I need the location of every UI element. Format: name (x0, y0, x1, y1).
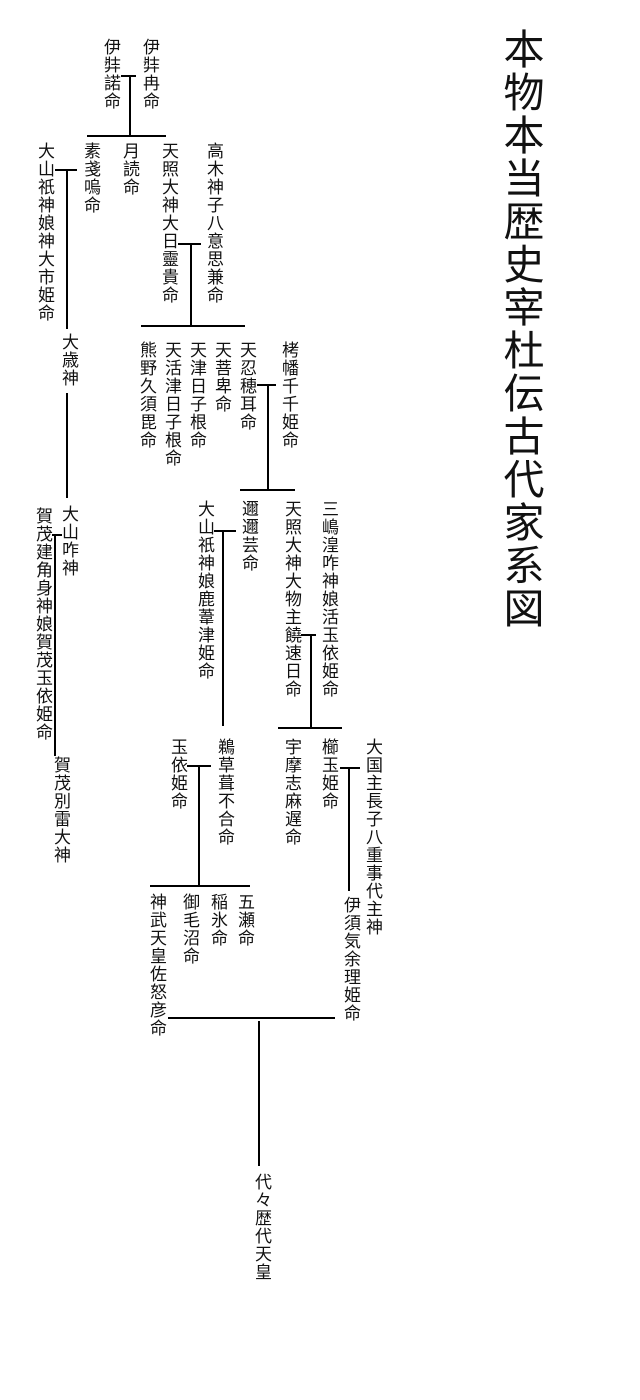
person-kotoshironushi: 大国主長子八重事代主神 (362, 738, 382, 936)
person-hohi: 天菩卑命 (211, 341, 231, 413)
person-ninigi: 邇邇芸命 (238, 500, 258, 572)
person-takagi: 高木神子八意思兼命 (203, 142, 223, 304)
person-ugayafukiaezu: 鵜草葺不合命 (214, 738, 234, 846)
sibling-line (150, 885, 250, 887)
person-emperors: 代々歴代天皇 (251, 1173, 271, 1281)
descent-line (267, 384, 269, 490)
person-itsuse: 五瀬命 (234, 893, 254, 947)
person-kamo-tamayori: 賀茂建角身神娘賀茂玉依姫命 (32, 507, 52, 741)
sibling-line (240, 489, 295, 491)
person-kamo-wakeikazuchi: 賀茂別雷大神 (50, 756, 70, 864)
person-amaterasu: 天照大神大日靈貴命 (158, 142, 178, 304)
person-inahi: 稲氷命 (207, 893, 227, 947)
marriage-line (121, 75, 136, 77)
marriage-line (214, 530, 236, 532)
descent-line (129, 75, 131, 136)
person-tsukuyomi: 月読命 (119, 142, 139, 196)
person-mishima-ikutamayori: 三嶋湟咋神娘活玉依姫命 (318, 500, 338, 698)
person-kushitama: 櫛玉姫命 (318, 738, 338, 810)
person-isukeyori: 伊須気余理姫命 (340, 896, 360, 1022)
person-umashimaji: 宇摩志麻遅命 (281, 738, 301, 846)
person-nigihayahi: 天照大神大物主饒速日命 (281, 500, 301, 698)
marriage-line (301, 634, 316, 636)
person-izanagi: 伊弉諾命 (100, 38, 120, 110)
person-oyamakui: 大山咋神 (58, 505, 78, 577)
person-kumanokusubi: 熊野久須毘命 (136, 341, 156, 449)
descent-line (66, 393, 68, 498)
person-oshihomimi: 天忍穂耳命 (236, 341, 256, 431)
marriage-line (168, 1017, 335, 1019)
sibling-line (87, 135, 166, 137)
person-jimmu: 神武天皇佐怒彦命 (146, 893, 166, 1037)
person-oyamatsumi-kamuoichi: 大山祇神娘神大市姫命 (34, 142, 54, 322)
person-susanoo: 素戔嗚命 (80, 142, 100, 214)
descent-line (258, 1021, 260, 1166)
marriage-line (178, 243, 201, 245)
sibling-line (278, 727, 342, 729)
descent-line (222, 530, 224, 726)
person-izanami: 伊弉冉命 (139, 38, 159, 110)
person-tamayori: 玉依姫命 (167, 738, 187, 810)
descent-line (190, 243, 192, 326)
chart-title: 本物本当歴史宰杜伝古代家系図 (496, 28, 544, 630)
descent-line (54, 534, 56, 756)
marriage-line (257, 384, 276, 386)
descent-line (348, 767, 350, 891)
marriage-line (340, 767, 360, 769)
person-ootoshi: 大歳神 (58, 333, 78, 387)
person-mikenu: 御毛沼命 (179, 893, 199, 965)
descent-line (198, 765, 200, 886)
marriage-line (52, 534, 62, 536)
sibling-line (141, 325, 245, 327)
person-takuhatachiji: 栲幡千千姫命 (278, 341, 298, 449)
person-amatsuhikone: 天津日子根命 (186, 341, 206, 449)
person-ikutsuhikone: 天活津日子根命 (161, 341, 181, 467)
descent-line (66, 169, 68, 329)
person-oyamatsumi-kaya: 大山祇神娘鹿葦津姫命 (194, 500, 214, 680)
descent-line (310, 634, 312, 728)
